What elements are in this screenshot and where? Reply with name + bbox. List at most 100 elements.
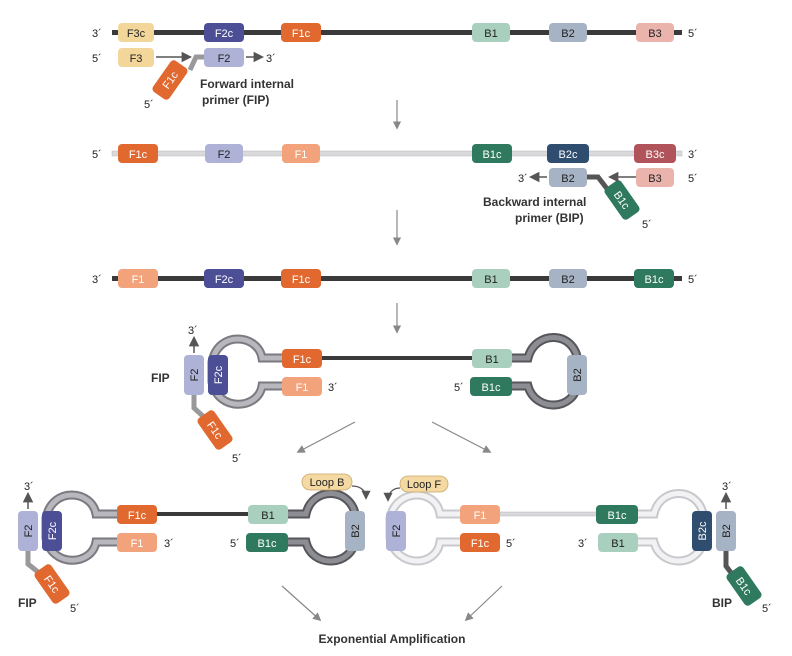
svg-text:B1c: B1c — [258, 538, 277, 550]
svg-text:F2c: F2c — [213, 365, 225, 384]
row3-dumbbell-strand: 3´ 5´ F1 F2c F1c B1 B2 B1c — [92, 269, 698, 288]
svg-text:B2c: B2c — [559, 149, 578, 161]
svg-text:5´: 5´ — [688, 173, 698, 185]
svg-text:5´: 5´ — [506, 538, 516, 550]
row5l-b1c: B1c — [246, 533, 288, 552]
row1-seg-f3c: F3c — [118, 23, 154, 42]
row3-seg-b1: B1 — [472, 269, 510, 288]
bip-caption-line1: Backward internal — [483, 195, 586, 209]
svg-text:B3c: B3c — [646, 149, 665, 161]
row5r-b1c: B1c — [596, 505, 638, 524]
row5-left-structure: F2c F2 3´ F1c 5´ FIP F1c F1 3´ B1 — [18, 473, 371, 615]
svg-text:Loop B: Loop B — [310, 477, 345, 489]
row1-template-strand: 3´ 5´ F3c F2c F1c B1 B2 B3 — [92, 23, 698, 42]
row2-seg-b3c: B3c — [634, 144, 676, 163]
fip-caption-line1: Forward internal — [200, 77, 294, 91]
svg-text:3´: 3´ — [518, 173, 528, 185]
row1-seg-f2c: F2c — [204, 23, 244, 42]
row2-b3-primer: B3 5´ — [607, 168, 698, 187]
row2-template-strand: 5´ 3´ F1c F2 F1 B1c B2c B3c — [92, 144, 698, 163]
svg-text:F1: F1 — [131, 538, 144, 550]
row1-seg-b2: B2 — [549, 23, 587, 42]
row2-seg-f1c: F1c — [118, 144, 158, 163]
svg-text:5´: 5´ — [232, 453, 242, 465]
row5r-b1: B1 — [598, 533, 638, 552]
arrow-diag-left — [296, 421, 356, 453]
row1-f3-primer: 5´ F3 — [92, 48, 193, 67]
row4-f2: F2 3´ — [184, 325, 204, 395]
svg-text:F2c: F2c — [215, 274, 234, 286]
svg-text:B2c: B2c — [697, 521, 709, 540]
svg-text:5´: 5´ — [230, 538, 240, 550]
svg-text:F1c: F1c — [129, 149, 148, 161]
row3-seg-b2: B2 — [549, 269, 587, 288]
svg-text:3´: 3´ — [164, 538, 174, 550]
row1-seg-f1c: F1c — [281, 23, 321, 42]
svg-text:F2: F2 — [189, 369, 201, 382]
svg-text:3´: 3´ — [722, 481, 732, 493]
row1-seg-b1: B1 — [472, 23, 510, 42]
row5l-f2: F2 3´ — [18, 481, 38, 551]
svg-text:B2: B2 — [350, 524, 362, 537]
svg-text:3´: 3´ — [188, 325, 198, 337]
row4-b1: B1 — [472, 349, 512, 368]
row4-dumbbell: F2c F2 3´ F1c 5´ FIP F1c F1 3´ B1 — [151, 325, 587, 465]
row4-f1c: F1c — [282, 349, 322, 368]
svg-text:B1c: B1c — [482, 382, 501, 394]
f3-primer-end: 5´ — [92, 53, 102, 65]
row5l-b1: B1 — [248, 505, 288, 524]
svg-text:3´: 3´ — [24, 481, 34, 493]
row5r-f1: F1 — [460, 505, 500, 524]
svg-text:5´: 5´ — [70, 603, 80, 615]
row5r-loop-f-tag: Loop F — [383, 475, 449, 502]
row4-b2: B2 — [567, 355, 587, 395]
svg-text:B2: B2 — [721, 524, 733, 537]
row5l-f1c-tail: F1c — [34, 564, 70, 604]
row5l-f2c: F2c — [42, 511, 62, 551]
svg-text:F1: F1 — [474, 510, 487, 522]
row3-seg-f1: F1 — [118, 269, 158, 288]
row4-fip-label: FIP — [151, 371, 170, 385]
row2-bip-primer: 3´ B2 B1c 5´ — [518, 168, 652, 231]
row4-f2c: F2c — [208, 355, 228, 395]
row1-end-left: 3´ — [92, 28, 102, 40]
row3-seg-b1c: B1c — [634, 269, 674, 288]
row1-seg-b3: B3 — [636, 23, 674, 42]
svg-text:F3c: F3c — [127, 28, 146, 40]
row5r-f1c: F1c — [460, 533, 500, 552]
svg-text:F1c: F1c — [292, 28, 311, 40]
footer-caption: Exponential Amplification — [319, 632, 466, 646]
svg-text:F2c: F2c — [215, 28, 234, 40]
svg-text:3´: 3´ — [266, 53, 276, 65]
row5l-fip-label: FIP — [18, 596, 37, 610]
svg-text:B3: B3 — [648, 173, 661, 185]
svg-text:F2c: F2c — [47, 521, 59, 540]
svg-text:F1: F1 — [295, 149, 308, 161]
row2-seg-f2: F2 — [205, 144, 243, 163]
svg-text:Loop F: Loop F — [407, 479, 442, 491]
svg-text:B3: B3 — [648, 28, 661, 40]
svg-text:3´: 3´ — [328, 382, 338, 394]
svg-text:B1c: B1c — [645, 274, 664, 286]
row1-backbone — [112, 30, 682, 35]
row5l-f1: F1 — [117, 533, 157, 552]
svg-text:F3: F3 — [130, 53, 143, 65]
svg-text:B1c: B1c — [483, 149, 502, 161]
arrow-converge-right — [464, 585, 503, 622]
svg-text:5´: 5´ — [642, 219, 652, 231]
svg-text:5´: 5´ — [454, 382, 464, 394]
svg-text:B1: B1 — [484, 28, 497, 40]
svg-text:F1: F1 — [132, 274, 145, 286]
svg-text:5´: 5´ — [92, 149, 102, 161]
svg-text:F2: F2 — [218, 53, 231, 65]
svg-text:B1: B1 — [261, 510, 274, 522]
row5l-b2: B2 — [345, 511, 365, 551]
arrow-diag-right — [431, 421, 492, 453]
svg-text:F2: F2 — [391, 525, 403, 538]
svg-text:B1: B1 — [484, 274, 497, 286]
row3-seg-f1c: F1c — [281, 269, 321, 288]
svg-text:F2: F2 — [23, 525, 35, 538]
row5r-b1c-tail: B1c — [726, 566, 762, 606]
row5r-f2: F2 — [386, 511, 406, 551]
